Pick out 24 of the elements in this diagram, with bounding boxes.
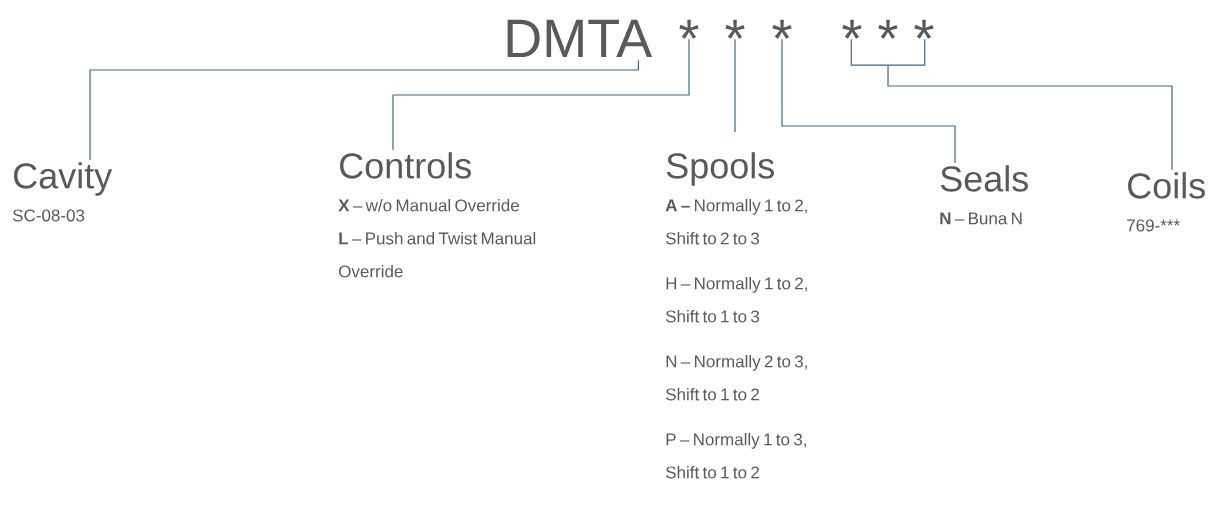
field-heading: Seals	[940, 165, 1028, 192]
wildcard-symbol: *	[725, 19, 745, 39]
field-heading: Spools	[666, 152, 774, 186]
model-code: DMTA	[507, 19, 653, 57]
option-text: H – Normally 1 to 2, Shift to 1 to 3	[666, 277, 807, 323]
field-heading: Coils	[1128, 172, 1205, 199]
option-text: N – Normally 2 to 3, Shift to 1 to 2	[666, 355, 807, 401]
option-text: A – Normally 1 to 2, Shift to 2 to 3	[665, 199, 807, 245]
leader-line	[781, 38, 956, 164]
wildcard-symbol: *	[772, 19, 792, 39]
wildcard-symbol: *	[679, 19, 699, 39]
leader-line	[392, 38, 690, 151]
field-heading: Cavity	[14, 162, 113, 196]
wildcard-symbols: * * *	[842, 19, 934, 39]
option-text: SC-08-03	[12, 209, 85, 222]
option-text: L – Push and Twist Manual Override	[339, 232, 536, 278]
option-text: 769-***	[1127, 219, 1180, 232]
leader-line	[734, 38, 736, 133]
option-text: N – Buna N	[940, 212, 1022, 225]
leader-line	[89, 59, 639, 161]
leader-line	[887, 64, 1173, 171]
field-heading: Controls	[340, 152, 471, 179]
option-text: P – Normally 1 to 3, Shift to 1 to 2	[666, 433, 806, 479]
option-text: X – w/o Manual Override	[338, 199, 519, 212]
